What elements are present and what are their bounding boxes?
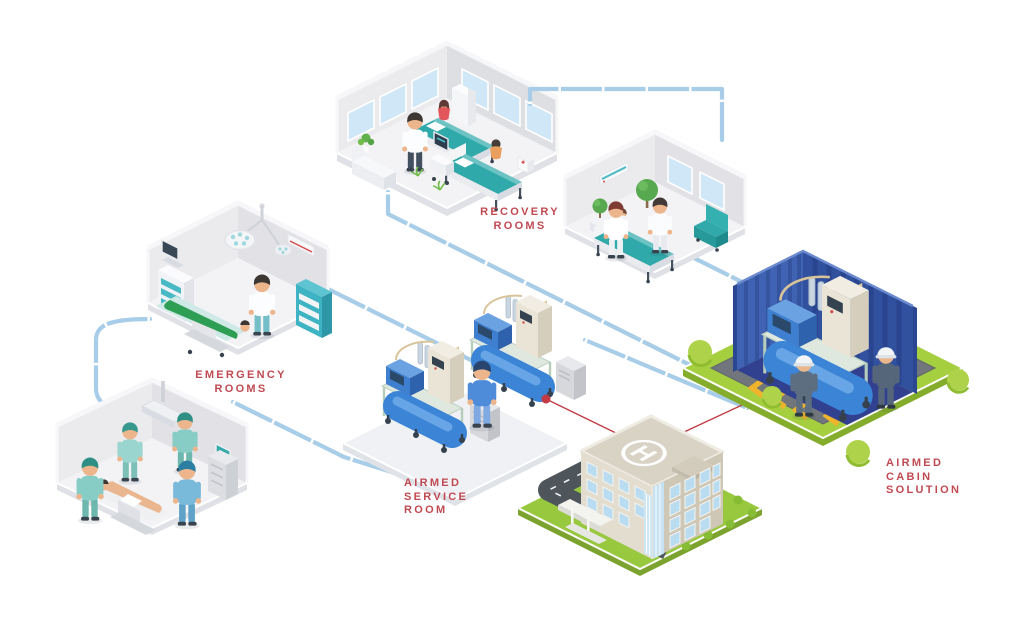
red-link-node	[541, 394, 551, 404]
entrance-canopy	[558, 499, 612, 544]
monitor-cart	[208, 442, 238, 500]
bush-spheres	[687, 340, 970, 467]
gas-pipe-top	[527, 86, 725, 143]
room2-windows	[667, 154, 725, 212]
floor-plants	[410, 166, 446, 191]
airmed-service-room	[340, 295, 587, 506]
patient-sitting	[438, 99, 450, 121]
surgery-patient	[164, 300, 250, 339]
utility-cabinet	[555, 355, 587, 401]
recovery-room-1	[335, 40, 559, 216]
airmed-service-room-label: AIRMED SERVICE ROOM	[404, 477, 469, 516]
glass-curtain-wall	[644, 481, 664, 559]
ac-unit	[287, 233, 315, 257]
hospital-windows	[586, 461, 721, 549]
hospital-building: H	[515, 414, 765, 576]
airmed-cabin-solution-label: AIRMED CABIN SOLUTION	[886, 457, 962, 496]
recovery-room-2	[563, 129, 747, 284]
emergency-rooms-label: EMERGENCY ROOMS	[195, 369, 287, 395]
monitor-cart	[430, 130, 454, 185]
recovery-rooms-label: RECOVERY ROOMS	[480, 206, 560, 232]
plant	[357, 133, 375, 153]
medical-bin	[517, 156, 534, 174]
teal-chair	[694, 204, 728, 252]
sofa	[352, 142, 396, 190]
airmed-cabin-solution	[680, 249, 970, 467]
patient-sitting	[490, 139, 502, 160]
operating-room	[146, 200, 332, 358]
equipment-rack-right	[296, 279, 332, 338]
wardrobe	[452, 84, 476, 126]
surgical-lamp	[224, 203, 293, 257]
emergency-exam-room	[55, 377, 249, 535]
ac-unit	[599, 161, 629, 186]
topiary-tree	[636, 179, 658, 208]
